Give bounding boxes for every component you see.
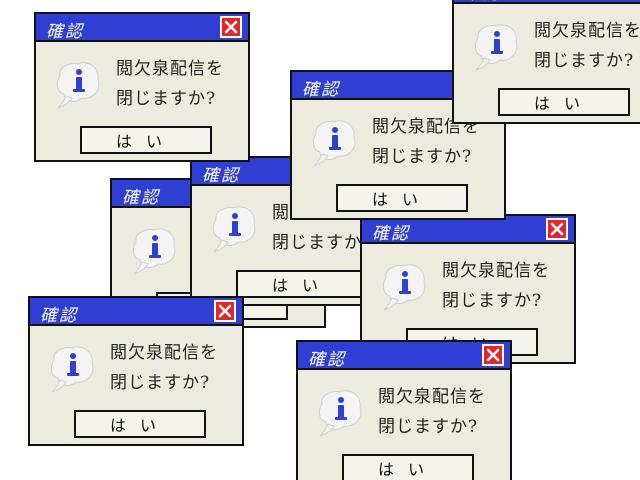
dialog-title: 確認: [46, 22, 84, 42]
info-icon: [318, 390, 362, 437]
dialog-message-line2: 閉じますか?: [272, 233, 373, 253]
close-button[interactable]: [482, 344, 504, 366]
dialog-title: 確認: [464, 0, 502, 4]
info-icon: [132, 228, 176, 275]
yes-button[interactable]: はい: [236, 270, 368, 298]
close-icon: [550, 222, 564, 236]
dialog-title: 確認: [202, 166, 240, 186]
info-icon: [382, 264, 426, 311]
info-icon: [312, 120, 356, 167]
confirm-dialog: 確認 閲欠泉配信を 閉じますか? はい: [452, 0, 640, 124]
confirm-dialog: 確認 閲欠泉配信を 閉じますか? はい: [296, 340, 512, 480]
dialog-title: 確認: [302, 80, 340, 100]
dialog-titlebar[interactable]: 確認: [36, 14, 248, 42]
close-button[interactable]: [546, 218, 568, 240]
dialog-titlebar[interactable]: 確認: [454, 0, 640, 4]
dialog-message: 閲欠泉配信を 閉じますか?: [378, 382, 506, 442]
dialog-titlebar[interactable]: 確認: [362, 216, 574, 244]
dialog-message: 閲欠泉配信を 閉じますか?: [116, 54, 244, 114]
dialog-message-line1: 閲欠泉配信を: [534, 21, 640, 41]
dialog-title: 確認: [122, 188, 160, 208]
dialog-message-line2: 閉じますか?: [534, 51, 635, 71]
close-button[interactable]: [220, 16, 242, 38]
info-icon: [212, 206, 256, 253]
yes-button[interactable]: はい: [498, 88, 630, 116]
yes-button[interactable]: はい: [74, 410, 206, 438]
close-icon: [218, 304, 232, 318]
yes-button[interactable]: はい: [336, 184, 468, 212]
yes-button[interactable]: はい: [80, 126, 212, 154]
dialog-message: 閲欠泉配信を 閉じますか?: [442, 256, 570, 316]
close-button[interactable]: [214, 300, 236, 322]
dialog-titlebar[interactable]: 確認: [30, 298, 242, 326]
close-icon: [224, 20, 238, 34]
dialog-title: 確認: [40, 306, 78, 326]
dialog-title: 確認: [308, 350, 346, 370]
dialog-message-line2: 閉じますか?: [110, 373, 211, 393]
dialog-message-line2: 閉じますか?: [378, 417, 479, 437]
dialog-message-line2: 閉じますか?: [116, 89, 217, 109]
confirm-dialog: 確認 閲欠泉配信を 閉じますか? はい: [28, 296, 244, 446]
dialog-message-line1: 閲欠泉配信を: [110, 343, 218, 363]
dialog-titlebar[interactable]: 確認: [298, 342, 510, 370]
yes-button[interactable]: はい: [342, 454, 474, 480]
info-icon: [50, 346, 94, 393]
dialog-message-line2: 閉じますか?: [372, 147, 473, 167]
dialog-title: 確認: [372, 224, 410, 244]
dialog-message-line1: 閲欠泉配信を: [378, 387, 486, 407]
dialog-message-line2: 閉じますか?: [442, 291, 543, 311]
info-icon: [56, 62, 100, 109]
info-icon: [474, 24, 518, 71]
close-icon: [486, 348, 500, 362]
dialog-message: 閲欠泉配信を 閉じますか?: [534, 16, 640, 76]
dialog-message: 閲欠泉配信を 閉じますか?: [110, 338, 238, 398]
confirm-dialog: 確認 閲欠泉配信を 閉じますか? はい: [34, 12, 250, 162]
dialog-message-line1: 閲欠泉配信を: [442, 261, 550, 281]
dialog-message-line1: 閲欠泉配信を: [116, 59, 224, 79]
